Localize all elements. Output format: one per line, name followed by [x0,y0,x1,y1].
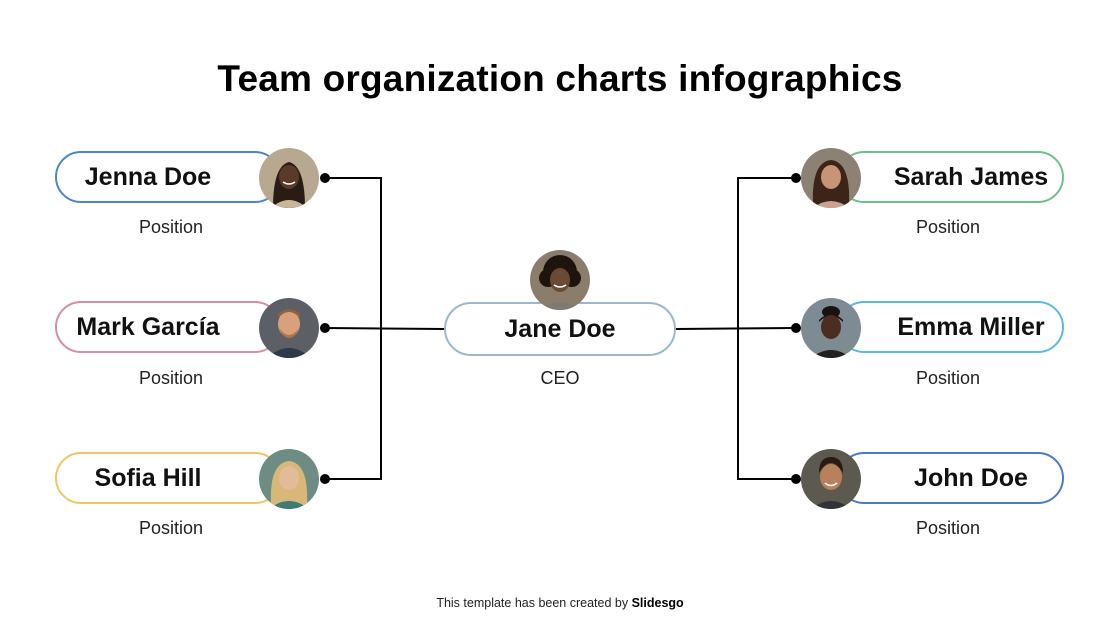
member-name: John Doe [914,463,1028,492]
member-name: Sarah James [893,162,1049,191]
member-name: Emma Miller [897,312,1045,341]
avatar-photo [801,298,861,358]
avatar-photo [259,148,319,208]
avatar-photo [801,148,861,208]
name-pill: Emma Miller [838,301,1064,353]
avatar-photo [259,449,319,509]
member-name: Mark García [76,312,220,341]
footer-credit: This template has been created by Slides… [0,596,1120,610]
name-pill: Sarah James [838,151,1064,203]
name-pill: Sofia Hill [55,452,281,504]
name-pill: Jane Doe [444,302,676,356]
footer-text: This template has been created by [436,596,632,610]
member-position: Position [138,368,204,388]
name-pill: Jenna Doe [55,151,281,203]
member-position: Position [138,217,204,237]
avatar-photo [259,298,319,358]
name-pill: John Doe [838,452,1064,504]
ceo-position: CEO [540,368,580,388]
member-position: Position [138,518,204,538]
member-position: Position [915,368,981,388]
avatar-photo [801,449,861,509]
brand-link[interactable]: Slidesgo [631,596,684,610]
avatar-photo [530,250,590,310]
member-name: Sofia Hill [94,463,202,492]
name-pill: Mark García [55,301,281,353]
member-name: Jenna Doe [84,162,212,191]
ceo-name: Jane Doe [504,314,616,343]
member-position: Position [915,217,981,237]
member-position: Position [915,518,981,538]
page-title: Team organization charts infographics [217,58,903,99]
